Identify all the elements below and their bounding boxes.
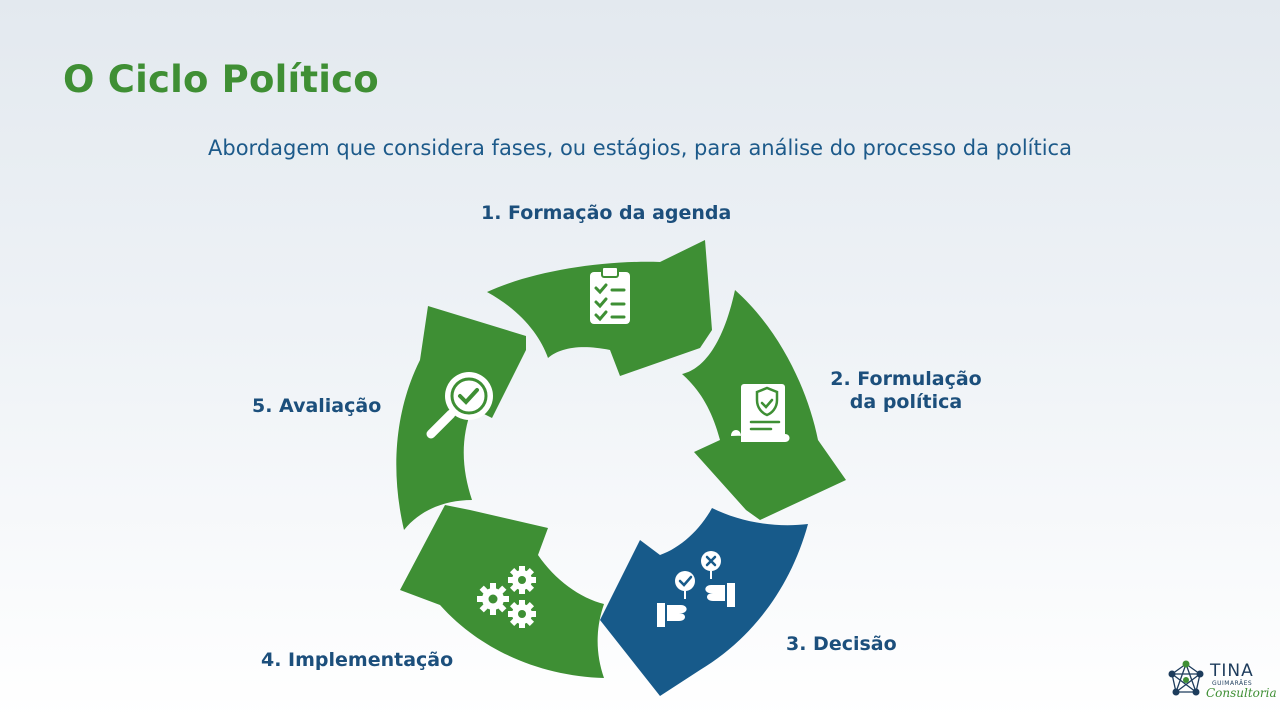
logo-tagline: Consultoria — [1206, 686, 1277, 700]
stage-label-2-line1: 2. Formulação — [830, 368, 982, 390]
policy-document-icon — [731, 384, 790, 442]
stage-label-3: 3. Decisão — [786, 633, 897, 655]
cycle-arrow-3 — [600, 508, 808, 696]
cycle-arrow-4 — [400, 505, 604, 678]
logo-name: TINA — [1210, 661, 1254, 681]
decision-hands-icon — [657, 551, 735, 627]
clipboard-checklist-icon — [590, 266, 630, 324]
magnifier-check-icon — [426, 372, 493, 439]
gears-icon — [477, 566, 536, 628]
cycle-arrow-5 — [396, 306, 526, 530]
stage-label-2: 2. Formulação da política — [822, 368, 990, 414]
cycle-arrow-1 — [487, 240, 712, 376]
stage-label-2-line2: da política — [849, 391, 963, 413]
cycle-arrow-2 — [682, 290, 846, 520]
stage-label-1: 1. Formação da agenda — [481, 202, 732, 224]
stage-label-5: 5. Avaliação — [252, 395, 382, 417]
stage-label-4: 4. Implementação — [261, 649, 454, 671]
page-title: O Ciclo Político — [63, 58, 379, 101]
page-subtitle: Abordagem que considera fases, ou estági… — [208, 136, 1072, 160]
logo-surname: GUIMARÃES — [1212, 680, 1253, 687]
company-logo: TINA GUIMARÃES Consultoria — [1164, 658, 1277, 704]
network-icon — [1168, 660, 1204, 696]
